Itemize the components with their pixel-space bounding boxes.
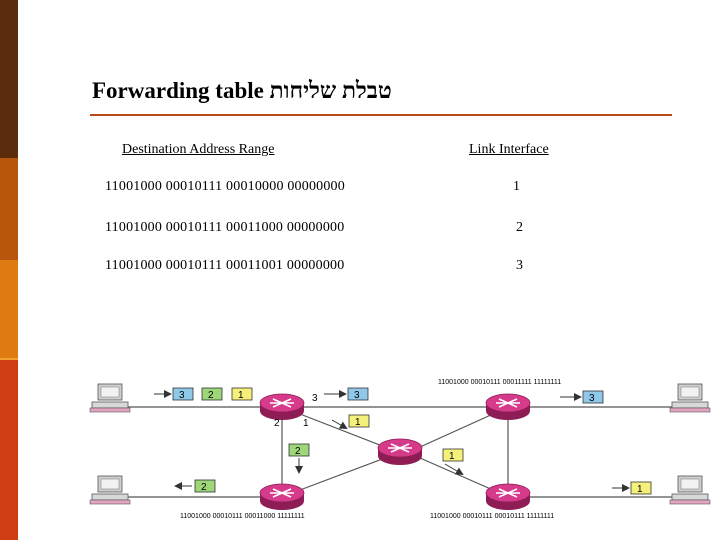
address-range-label: 11001000 00010111 00010111 11111111 <box>430 513 554 520</box>
packet-label: 2 <box>201 482 207 493</box>
host-computer-icon <box>89 383 131 413</box>
sidebar-block-1 <box>0 0 18 158</box>
packet <box>630 481 652 495</box>
table-row-address: 11001000 00010111 00011000 00000000 <box>105 220 345 235</box>
packet-label: 1 <box>637 484 643 495</box>
router-bottom-left-icon <box>259 483 305 511</box>
router-center-icon <box>377 438 423 466</box>
router-top-left-icon <box>259 393 305 421</box>
port-label: 1 <box>303 418 309 429</box>
sidebar-block-5 <box>0 360 18 540</box>
packet <box>582 390 604 404</box>
table-row-link: 1 <box>513 179 520 194</box>
slide-title: Forwarding table טבלת שליחות <box>92 78 392 103</box>
sidebar-block-2 <box>0 158 18 260</box>
packet <box>172 387 194 401</box>
table-row-address: 11001000 00010111 00011001 00000000 <box>105 258 345 273</box>
sidebar-block-3 <box>0 260 18 358</box>
table-row-address: 11001000 00010111 00010000 00000000 <box>105 179 345 194</box>
router-top-right-icon <box>485 393 531 421</box>
network-links <box>122 406 675 498</box>
packet <box>288 443 310 457</box>
table-row-link: 3 <box>516 258 523 273</box>
packet <box>442 448 464 462</box>
packet-label: 2 <box>295 446 301 457</box>
packet <box>201 387 223 401</box>
address-range-label: 11001000 00010111 00011111 11111111 <box>438 379 561 386</box>
packet-label: 1 <box>355 417 361 428</box>
host-computer-icon <box>669 383 711 413</box>
packet-label: 3 <box>179 390 185 401</box>
packet-label: 3 <box>354 390 360 401</box>
packet-label: 2 <box>208 390 214 401</box>
packet-label: 3 <box>589 393 595 404</box>
packet <box>194 479 216 493</box>
host-computer-icon <box>669 475 711 505</box>
port-label: 3 <box>312 393 318 404</box>
address-range-label: 11001000 00010111 00011000 11111111 <box>180 513 305 520</box>
packet-label: 1 <box>449 451 455 462</box>
packet <box>348 414 370 428</box>
header-destination-range: Destination Address Range <box>122 142 275 157</box>
packet-label: 1 <box>238 390 244 401</box>
router-bottom-right-icon <box>485 483 531 511</box>
packet <box>231 387 253 401</box>
sidebar-block-4 <box>0 358 18 360</box>
packet <box>347 387 369 401</box>
host-computer-icon <box>89 475 131 505</box>
title-divider <box>90 114 672 116</box>
header-link-interface: Link Interface <box>469 142 549 157</box>
table-row-link: 2 <box>516 220 523 235</box>
port-label: 2 <box>274 418 280 429</box>
